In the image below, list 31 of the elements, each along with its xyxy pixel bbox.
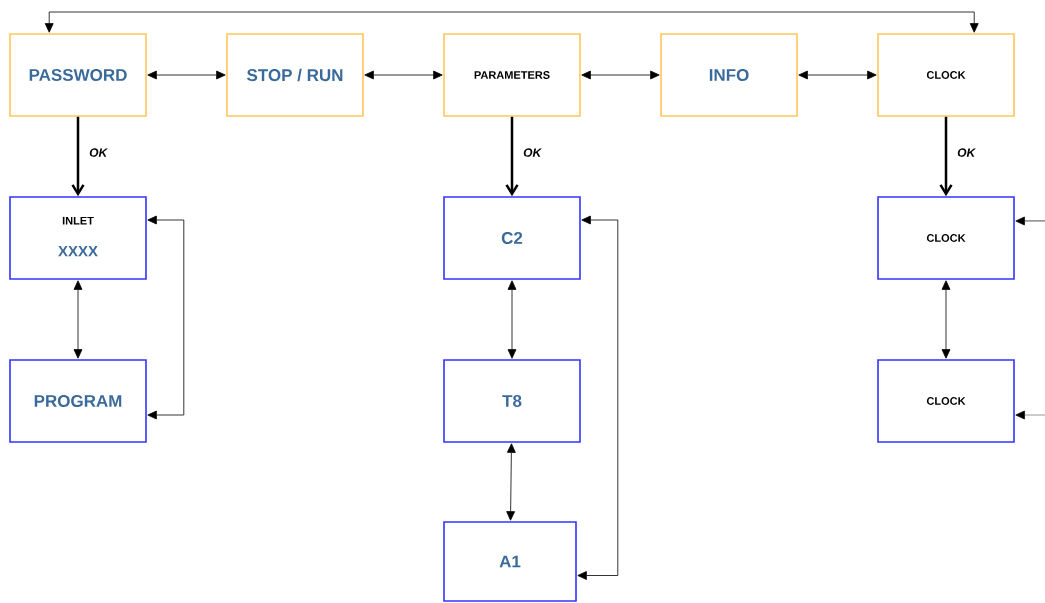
arrow bbox=[147, 70, 226, 80]
edge-label: OK bbox=[523, 148, 542, 157]
arrow bbox=[147, 215, 185, 420]
menu-box: C2 bbox=[443, 196, 581, 280]
arrow bbox=[506, 443, 516, 521]
menu-box: CLOCK bbox=[877, 33, 1015, 117]
menu-box: INFO bbox=[660, 33, 798, 117]
arrow bbox=[364, 70, 443, 80]
menu-box: CLOCK bbox=[877, 196, 1015, 280]
arrow bbox=[941, 280, 951, 359]
arrow bbox=[73, 280, 83, 359]
edge-label: OK bbox=[89, 148, 108, 157]
menu-box: PROGRAM bbox=[9, 359, 147, 443]
arrow bbox=[44, 11, 979, 33]
arrow bbox=[581, 70, 660, 80]
menu-box: STOP / RUN bbox=[226, 33, 364, 117]
menu-box: A1 bbox=[443, 521, 577, 602]
arrow bbox=[1015, 410, 1025, 420]
arrow bbox=[577, 215, 619, 580]
menu-box: CLOCK bbox=[877, 359, 1015, 443]
menu-box: PARAMETERS bbox=[443, 33, 581, 117]
arrow bbox=[1015, 216, 1025, 226]
arrow bbox=[507, 280, 517, 359]
menu-box: T8 bbox=[443, 359, 581, 443]
edge-label: OK bbox=[957, 148, 976, 157]
menu-box: PASSWORD bbox=[9, 33, 147, 117]
arrow bbox=[505, 116, 519, 197]
arrow bbox=[939, 116, 953, 197]
menu-box: INLET XXXX bbox=[9, 196, 147, 280]
arrow bbox=[798, 70, 877, 80]
arrow bbox=[71, 116, 85, 197]
